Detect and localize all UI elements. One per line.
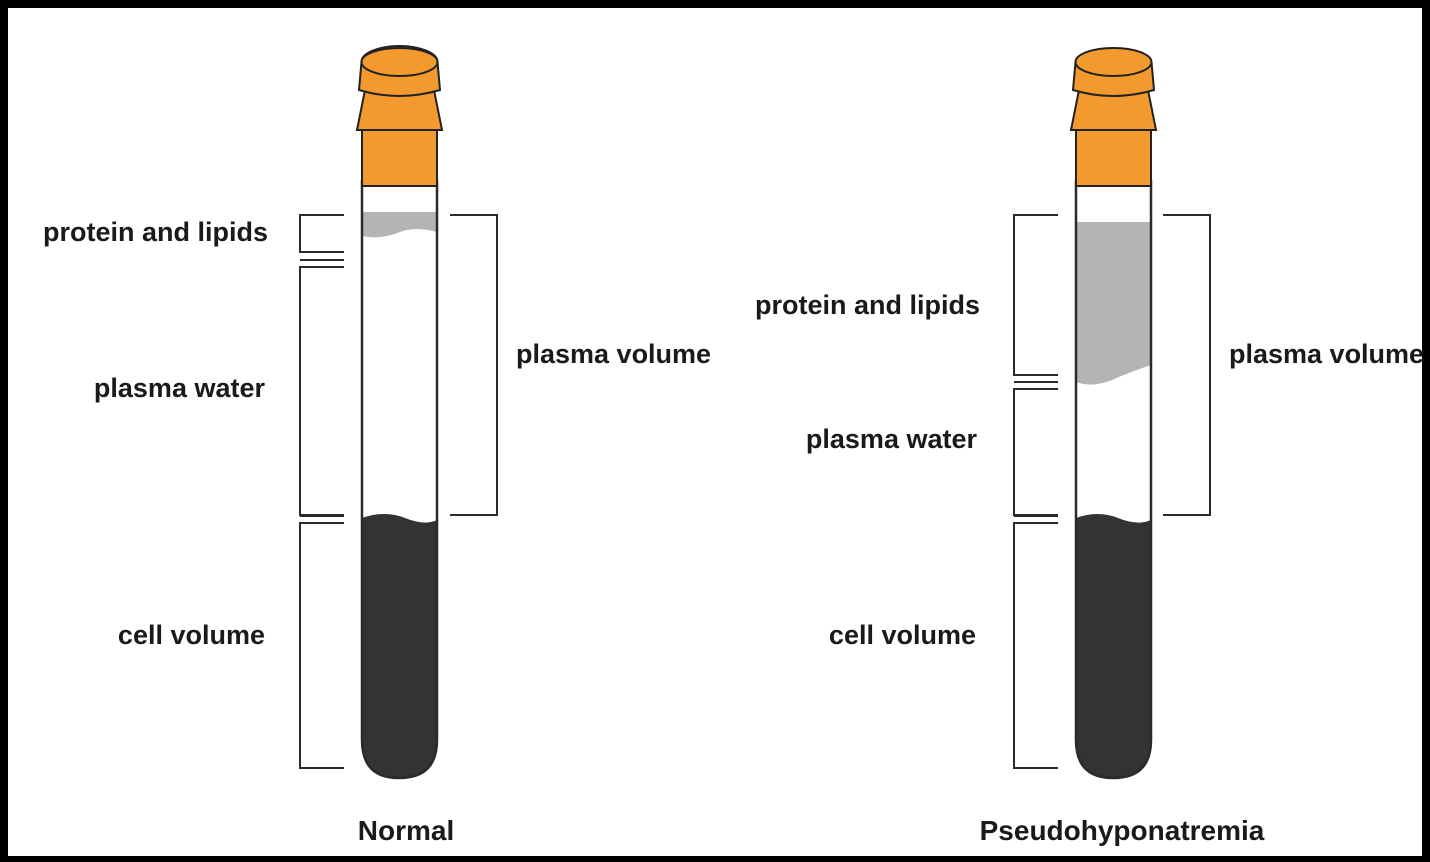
label-plasma-water: plasma water [806, 424, 978, 454]
protein-lipids-layer [1076, 222, 1151, 385]
cell-layer [1076, 514, 1151, 778]
label-plasma-volume: plasma volume [516, 339, 711, 369]
caption-normal: Normal [358, 815, 454, 846]
label-protein-lipids: protein and lipids [43, 217, 268, 247]
caption-pseudohyponatremia: Pseudohyponatremia [980, 815, 1265, 846]
label-plasma-water: plasma water [94, 373, 266, 403]
tube-cap [1071, 48, 1156, 186]
label-protein-lipids: protein and lipids [755, 290, 980, 320]
tube-cap [357, 46, 442, 186]
label-cell-volume: cell volume [829, 620, 976, 650]
label-plasma-volume: plasma volume [1229, 339, 1424, 369]
label-cell-volume: cell volume [118, 620, 265, 650]
cell-layer [362, 514, 437, 778]
